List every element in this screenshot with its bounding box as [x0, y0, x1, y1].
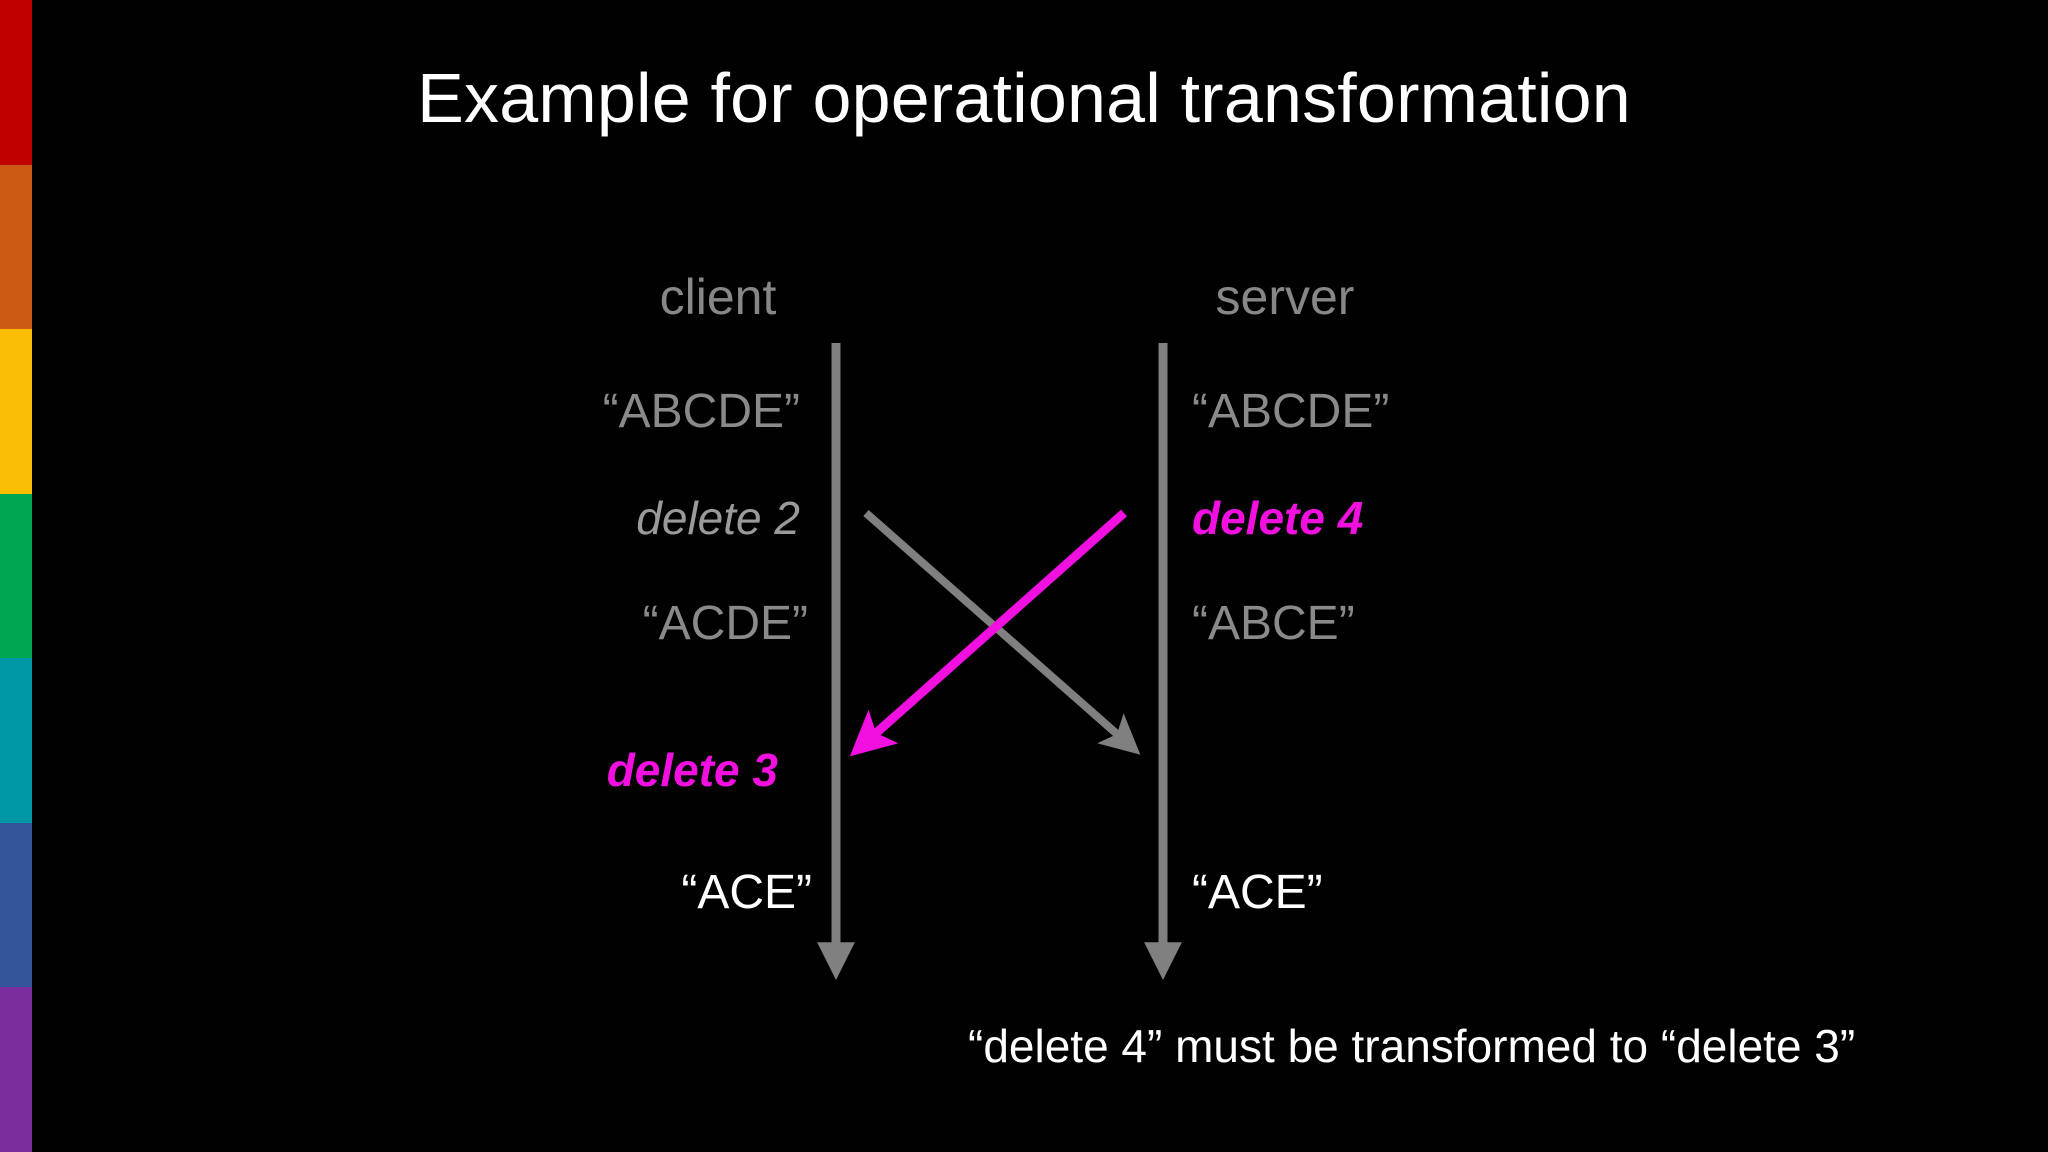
color-rail — [0, 0, 32, 1152]
color-swatch-yellow — [0, 329, 32, 494]
color-swatch-teal — [0, 658, 32, 823]
color-swatch-green — [0, 493, 32, 659]
message-arrow-client-to-server — [863, 509, 1141, 755]
color-swatch-red — [0, 0, 32, 165]
color-swatch-blue — [0, 822, 32, 988]
page-title: Example for operational transformation — [417, 59, 1631, 137]
client-state-mid: “ACDE” — [642, 597, 808, 650]
color-swatch-orange — [0, 164, 32, 330]
message-arrow-server-to-client — [849, 509, 1127, 757]
server-operation-delete-4: delete 4 — [1192, 492, 1364, 544]
server-state-mid: “ABCE” — [1192, 597, 1355, 650]
lane-header-server: server — [1215, 269, 1355, 325]
client-operation-delete-2: delete 2 — [636, 492, 800, 544]
server-state-initial: “ABCDE” — [1192, 385, 1390, 438]
server-state-final: “ACE” — [1192, 866, 1323, 919]
color-swatch-purple — [0, 987, 32, 1152]
client-state-initial: “ABCDE” — [602, 385, 800, 438]
lane-header-client: client — [659, 269, 777, 325]
client-state-final: “ACE” — [681, 866, 812, 919]
slide-caption: “delete 4” must be transformed to “delet… — [968, 1020, 1856, 1072]
client-operation-delete-3: delete 3 — [606, 744, 778, 796]
